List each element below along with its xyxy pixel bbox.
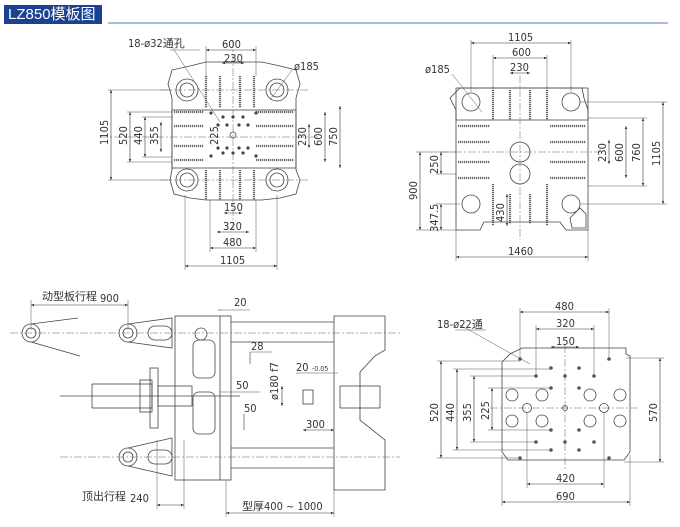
dim-150: 150 [224, 201, 243, 214]
dim-320: 320 [223, 220, 242, 233]
moving-stroke-value: 900 [100, 292, 119, 305]
dim-570-ep: 570 [647, 403, 660, 422]
mold-thickness-label: 型厚 [242, 499, 264, 513]
locating-ring-tolerance: -0.05 [312, 365, 328, 373]
dim-300: 300 [306, 418, 325, 431]
dim-690-ep: 690 [556, 490, 575, 503]
dim-480-ep: 480 [555, 300, 574, 313]
fixed-platen-outline [167, 61, 301, 201]
moving-platen-view: ø185 1105 600 230 900 250 347.5 430 230 … [407, 31, 667, 261]
dim-520: 520 [117, 126, 130, 145]
dim-1105-v: 1105 [98, 120, 111, 145]
dim-1105-h: 1105 [220, 254, 245, 267]
dim-480: 480 [223, 236, 242, 249]
dim-750: 750 [327, 127, 340, 146]
ejector-stroke-value: 240 [130, 492, 149, 505]
moving-platen-tiebar-label: ø185 [425, 63, 450, 76]
side-view: 动型板行程 900 20 28 50 50 ø180 f7 300 20 -0.… [10, 289, 400, 517]
fixed-platen-tiebar-label: ø185 [294, 60, 319, 73]
tiebar-hole [175, 78, 289, 192]
dim-1105-r: 1105 [650, 141, 663, 166]
page-title: LZ850模板图 [4, 5, 102, 24]
title-underline [108, 22, 668, 24]
dim-600-r: 600 [613, 143, 626, 162]
moving-stroke-label: 动型板行程 [42, 289, 97, 303]
dim-420-ep: 420 [556, 472, 575, 485]
dim-355-ep: 355 [461, 403, 474, 422]
dim-600-v: 600 [312, 127, 325, 146]
locating-ring-dim: 20 [296, 361, 309, 374]
dim-230-v: 230 [296, 127, 309, 146]
dim-225: 225 [208, 126, 221, 145]
ejector-plate-view: 18-ø22通 480 320 150 520 440 355 225 570 … [428, 300, 664, 506]
dim-20: 20 [234, 296, 247, 309]
fixed-platen-view: 18-ø32通孔 ø185 600 230 1105 520 440 355 2… [98, 37, 342, 270]
dim-520-ep: 520 [428, 403, 441, 422]
dim-440-ep: 440 [444, 403, 457, 422]
dim-600-top: 600 [512, 46, 531, 59]
ejector-holes [518, 357, 611, 460]
dim-600: 600 [222, 38, 241, 51]
dim-150-ep: 150 [556, 335, 575, 348]
dim-28: 28 [251, 340, 264, 353]
dim-230: 230 [224, 52, 243, 65]
dim-180-f7: ø180 f7 [268, 362, 281, 400]
dim-440: 440 [132, 126, 145, 145]
dim-355: 355 [148, 126, 161, 145]
dim-250: 250 [428, 155, 441, 174]
mold-thickness-value: 400 ~ 1000 [264, 500, 323, 513]
dim-1105-top: 1105 [508, 31, 533, 44]
dim-230-r: 230 [596, 143, 609, 162]
dim-347-5: 347.5 [428, 204, 441, 232]
dim-50-a: 50 [236, 379, 249, 392]
fixed-platen-hole-label: 18-ø32通孔 [128, 37, 185, 50]
ejector-plate-hole-label: 18-ø22通 [437, 318, 483, 331]
ejector-stroke-label: 顶出行程 [82, 489, 126, 503]
dim-430: 430 [494, 203, 507, 222]
dim-900: 900 [407, 181, 420, 200]
tiebar-hole [461, 92, 581, 214]
dim-50-b: 50 [244, 402, 257, 415]
dim-230-top: 230 [510, 61, 529, 74]
dim-1460: 1460 [508, 245, 533, 258]
dim-760: 760 [630, 143, 643, 162]
mold-bolt-holes [505, 388, 627, 428]
dim-320-ep: 320 [556, 317, 575, 330]
dim-225-ep: 225 [479, 401, 492, 420]
